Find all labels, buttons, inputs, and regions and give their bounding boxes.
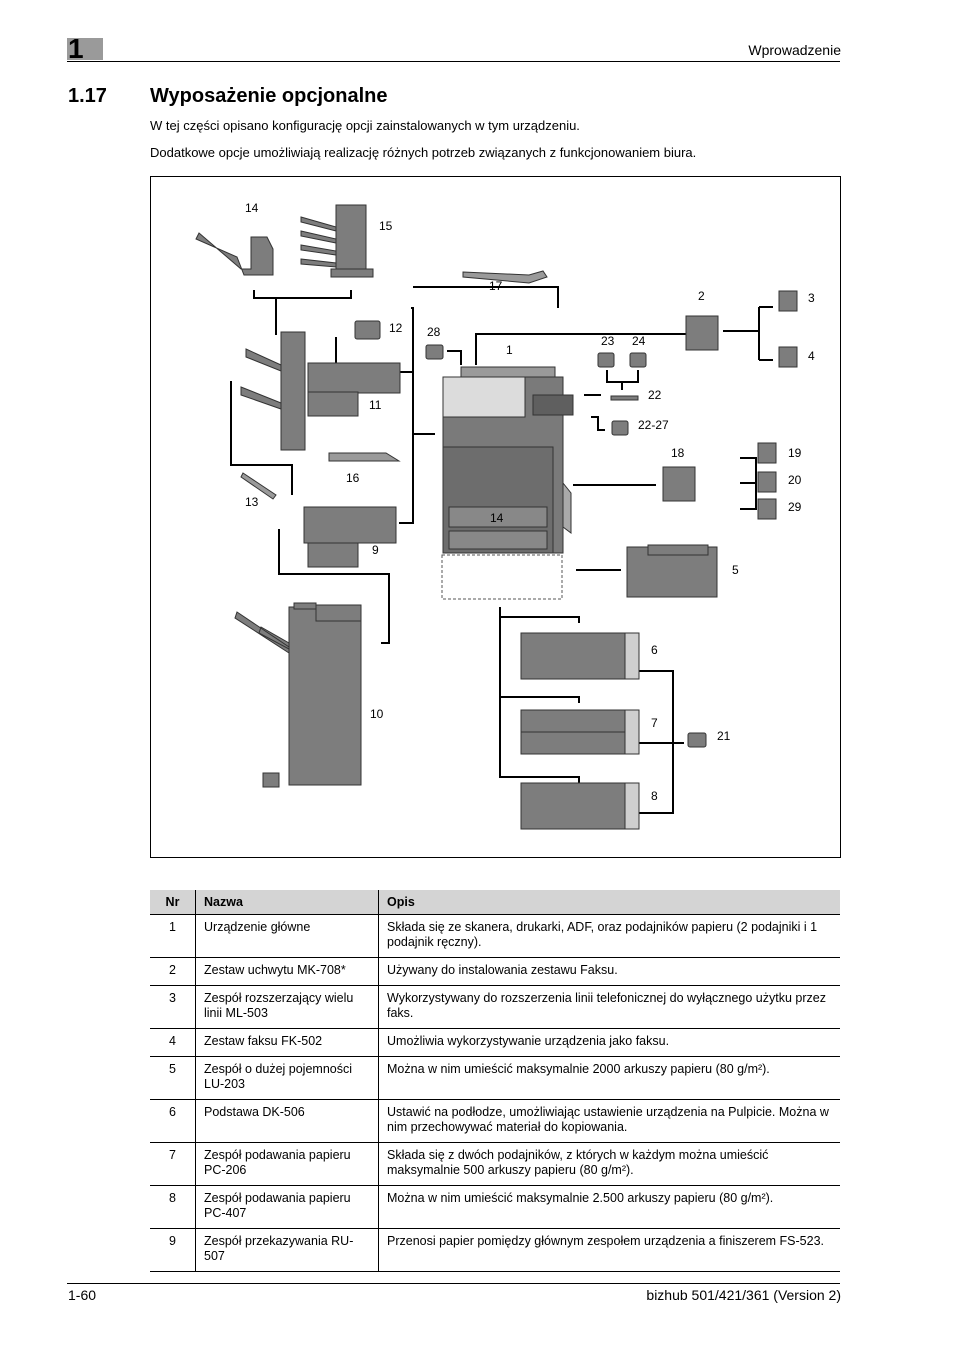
callout-6: 6	[651, 643, 658, 657]
callout-28: 28	[427, 325, 441, 339]
cell-nr: 5	[150, 1056, 196, 1100]
callout-29: 29	[788, 500, 802, 514]
running-title: Wprowadzenie	[748, 42, 841, 58]
callout-20: 20	[788, 473, 802, 487]
chapter-number: 1	[68, 33, 84, 64]
callout-14-top: 14	[245, 201, 259, 215]
callout-14-main: 14	[490, 511, 504, 525]
footer-rule	[67, 1283, 840, 1284]
cell-desc: Wykorzystywany do rozszerzenia linii tel…	[378, 985, 840, 1029]
cell-desc: Przenosi papier pomiędzy głównym zespołe…	[378, 1228, 840, 1272]
callout-16: 16	[346, 471, 360, 485]
cell-name: Zestaw uchwytu MK-708*	[195, 957, 379, 986]
callout-5: 5	[732, 563, 739, 577]
table-row: 9 Zespół przekazywania RU-507 Przenosi p…	[150, 1228, 840, 1272]
callout-24: 24	[632, 334, 646, 348]
callout-1: 1	[506, 343, 513, 357]
cell-desc: Składa się z dwóch podajników, z których…	[378, 1142, 840, 1186]
cell-nr: 9	[150, 1228, 196, 1272]
callout-23: 23	[601, 334, 615, 348]
table-row: 7 Zespół podawania papieru PC-206 Składa…	[150, 1142, 840, 1186]
cell-desc: Składa się ze skanera, drukarki, ADF, or…	[378, 914, 840, 958]
product-name: bizhub 501/421/361 (Version 2)	[646, 1287, 841, 1303]
table-row: 4 Zestaw faksu FK-502 Umożliwia wykorzys…	[150, 1028, 840, 1057]
intro-paragraph-1: W tej części opisano konfigurację opcji …	[150, 118, 580, 133]
cell-desc: Używany do instalowania zestawu Faksu.	[378, 957, 840, 986]
callout-15: 15	[379, 219, 393, 233]
table-row: 1 Urządzenie główne Składa się ze skaner…	[150, 914, 840, 958]
table-header-row: Nr Nazwa Opis	[150, 890, 840, 915]
table-row: 8 Zespół podawania papieru PC-407 Można …	[150, 1185, 840, 1229]
callout-12: 12	[389, 321, 403, 335]
section-title: Wyposażenie opcjonalne	[150, 85, 388, 107]
callout-9: 9	[372, 543, 379, 557]
cell-name: Zespół podawania papieru PC-206	[195, 1142, 379, 1186]
callout-8: 8	[651, 789, 658, 803]
table-row: 2 Zestaw uchwytu MK-708* Używany do inst…	[150, 957, 840, 986]
callout-11: 11	[369, 398, 382, 412]
header-rule	[67, 61, 840, 62]
table-row: 5 Zespół o dużej pojemności LU-203 Można…	[150, 1056, 840, 1100]
callout-2: 2	[698, 289, 705, 303]
cell-name: Zespół rozszerzający wielu linii ML-503	[195, 985, 379, 1029]
callout-7: 7	[651, 716, 658, 730]
callout-22-27: 22-27	[638, 418, 669, 432]
cell-nr: 6	[150, 1099, 196, 1143]
cell-nr: 8	[150, 1185, 196, 1229]
callout-22: 22	[648, 388, 662, 402]
callout-10: 10	[370, 707, 384, 721]
cell-name: Zespół podawania papieru PC-407	[195, 1185, 379, 1229]
cell-nr: 4	[150, 1028, 196, 1057]
cell-name: Urządzenie główne	[195, 914, 379, 958]
callout-13: 13	[245, 495, 259, 509]
cell-name: Zestaw faksu FK-502	[195, 1028, 379, 1057]
cell-nr: 3	[150, 985, 196, 1029]
col-header-name: Nazwa	[195, 890, 379, 915]
col-header-desc: Opis	[378, 890, 840, 915]
page-number: 1-60	[68, 1287, 97, 1303]
cell-nr: 7	[150, 1142, 196, 1186]
callout-17: 17	[489, 279, 503, 293]
diagram-drawing	[195, 204, 798, 830]
cell-name: Zespół o dużej pojemności LU-203	[195, 1056, 379, 1100]
intro-paragraph-2: Dodatkowe opcje umożliwiają realizację r…	[150, 145, 697, 160]
callout-19: 19	[788, 446, 802, 460]
cell-desc: Umożliwia wykorzystywanie urządzenia jak…	[378, 1028, 840, 1057]
cell-nr: 1	[150, 914, 196, 958]
cell-desc: Można w nim umieścić maksymalnie 2.500 a…	[378, 1185, 840, 1229]
callout-21: 21	[717, 729, 731, 743]
callout-4: 4	[808, 349, 815, 363]
callout-3: 3	[808, 291, 815, 305]
options-table: Nr Nazwa Opis 1 Urządzenie główne Składa…	[150, 890, 840, 1272]
cell-nr: 2	[150, 957, 196, 986]
cell-desc: Można w nim umieścić maksymalnie 2000 ar…	[378, 1056, 840, 1100]
col-header-nr: Nr	[150, 890, 196, 915]
cell-name: Podstawa DK-506	[195, 1099, 379, 1143]
cell-desc: Ustawić na podłodze, umożliwiając ustawi…	[378, 1099, 840, 1143]
options-diagram: 14 15 17 2 3 12 28 1 23 24 4 22 11 22-27…	[150, 176, 841, 858]
callout-18: 18	[671, 446, 685, 460]
table-row: 6 Podstawa DK-506 Ustawić na podłodze, u…	[150, 1099, 840, 1143]
chapter-tab	[67, 38, 103, 60]
cell-name: Zespół przekazywania RU-507	[195, 1228, 379, 1272]
section-number: 1.17	[68, 85, 107, 107]
table-row: 3 Zespół rozszerzający wielu linii ML-50…	[150, 985, 840, 1029]
